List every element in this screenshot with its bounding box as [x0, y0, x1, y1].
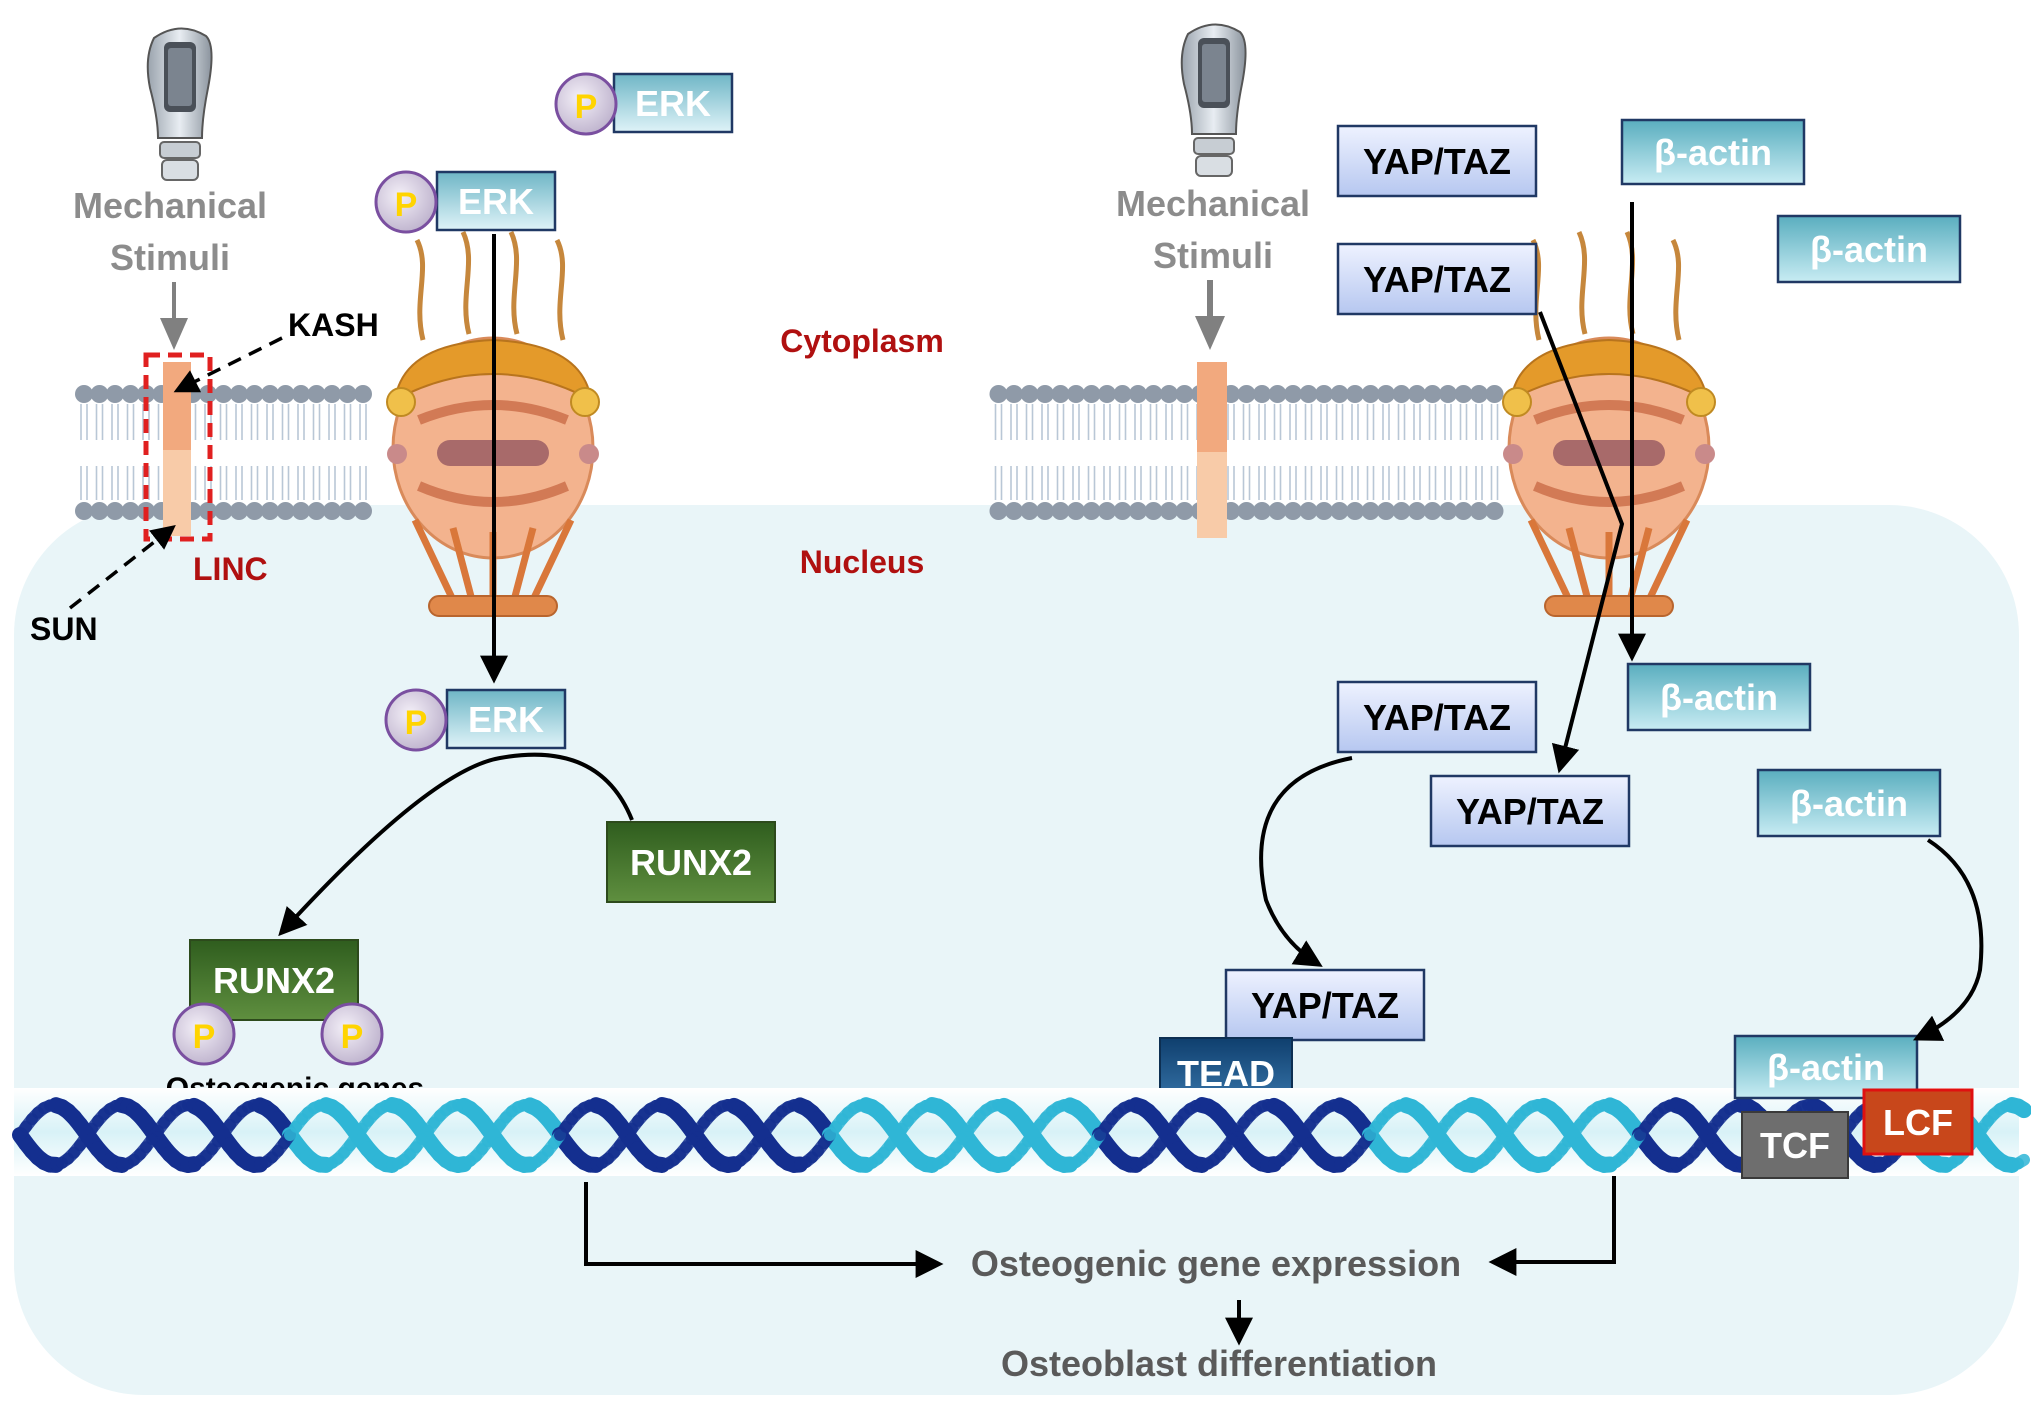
- svg-text:ERK: ERK: [468, 699, 544, 740]
- tcf-box: TCF: [1741, 1111, 1849, 1179]
- svg-text:P: P: [341, 1018, 364, 1056]
- yap-taz-box-5: YAP/TAZ: [1224, 968, 1426, 1042]
- mechanical-stimuli-right-label-2: Stimuli: [1153, 235, 1273, 276]
- mechanical-stimuli-right-label: Mechanical: [1116, 183, 1310, 224]
- svg-text:LCF: LCF: [1883, 1102, 1953, 1143]
- membrane-protein-right: [1197, 362, 1227, 452]
- svg-text:β-actin: β-actin: [1790, 783, 1908, 824]
- svg-text:YAP/TAZ: YAP/TAZ: [1456, 791, 1604, 832]
- phospho-erk-top-icon: P: [554, 72, 618, 136]
- yap-taz-box-1: YAP/TAZ: [1336, 124, 1538, 198]
- right-expression-arrow: [1488, 1176, 1616, 1276]
- svg-text:RUNX2: RUNX2: [213, 960, 335, 1001]
- yap-taz-translocation-arrow: [1538, 311, 1625, 774]
- beta-actin-box-2: β-actin: [1776, 214, 1962, 284]
- svg-text:P: P: [193, 1018, 216, 1056]
- svg-text:YAP/TAZ: YAP/TAZ: [1363, 697, 1511, 738]
- svg-text:YAP/TAZ: YAP/TAZ: [1251, 985, 1399, 1026]
- svg-text:β-actin: β-actin: [1660, 677, 1778, 718]
- svg-text:β-actin: β-actin: [1767, 1047, 1885, 1088]
- linc-highlight-box: [143, 352, 213, 542]
- kash-label: KASH: [288, 307, 379, 343]
- phospho-runx2-left-icon: P: [172, 1002, 236, 1066]
- svg-text:P: P: [395, 186, 418, 224]
- svg-text:YAP/TAZ: YAP/TAZ: [1363, 259, 1511, 300]
- beta-actin-box-5: β-actin: [1733, 1034, 1919, 1100]
- phospho-runx2-right-icon: P: [320, 1002, 384, 1066]
- mechanical-stimuli-left-label: Mechanical: [73, 185, 267, 226]
- erk-nucleus-box: ERK: [445, 688, 567, 750]
- yap-taz-box-2: YAP/TAZ: [1336, 242, 1538, 316]
- phospho-erk-nucleus-icon: P: [384, 688, 448, 752]
- sun-label: SUN: [30, 611, 98, 647]
- runx2-box: RUNX2: [606, 821, 776, 903]
- cytoplasm-label: Cytoplasm: [780, 323, 944, 359]
- membrane-bilayer: [75, 385, 1504, 520]
- beta-actin-box-1: β-actin: [1620, 118, 1806, 186]
- beta-actin-tcf-arrow: [1912, 838, 1984, 1041]
- left-expression-arrow: [584, 1182, 944, 1278]
- runx2-phosphorylation-arrow: [278, 752, 634, 937]
- mechanical-stimuli-left-label-2: Stimuli: [110, 237, 230, 278]
- svg-text:β-actin: β-actin: [1654, 132, 1772, 173]
- mechanical-device-left-icon: [146, 27, 213, 181]
- beta-actin-box-3: β-actin: [1626, 662, 1812, 732]
- svg-text:P: P: [405, 704, 428, 742]
- erk-mid-box: ERK: [435, 170, 557, 232]
- stimulus-arrow-right: [1195, 280, 1225, 350]
- osteogenic-gene-expression-label: Osteogenic gene expression: [971, 1243, 1461, 1284]
- yap-taz-tead-arrow: [1259, 756, 1353, 967]
- membrane-protein-right-lower: [1197, 452, 1227, 538]
- nucleus-label: Nucleus: [800, 544, 924, 580]
- svg-text:P: P: [575, 88, 598, 126]
- mechanical-device-right-icon: [1180, 23, 1247, 177]
- beta-actin-box-4: β-actin: [1756, 768, 1942, 838]
- svg-text:TEAD: TEAD: [1177, 1053, 1275, 1094]
- stimulus-arrow-left: [160, 282, 188, 350]
- sun-protein: [163, 450, 191, 536]
- kash-protein: [163, 362, 191, 450]
- yap-taz-box-4: YAP/TAZ: [1429, 774, 1631, 848]
- svg-text:ERK: ERK: [458, 181, 534, 222]
- osteoblast-differentiation-label: Osteoblast differentiation: [1001, 1343, 1437, 1384]
- svg-text:TCF: TCF: [1760, 1125, 1830, 1166]
- svg-text:RUNX2: RUNX2: [630, 842, 752, 883]
- phospho-erk-mid-icon: P: [374, 170, 438, 234]
- linc-label: LINC: [193, 551, 268, 587]
- lcf-box: LCF: [1862, 1088, 1974, 1156]
- svg-text:ERK: ERK: [635, 83, 711, 124]
- svg-text:β-actin: β-actin: [1810, 229, 1928, 270]
- erk-top-box: ERK: [612, 72, 734, 134]
- svg-text:YAP/TAZ: YAP/TAZ: [1363, 141, 1511, 182]
- kash-pointer: [173, 336, 283, 393]
- yap-taz-box-3: YAP/TAZ: [1336, 680, 1538, 754]
